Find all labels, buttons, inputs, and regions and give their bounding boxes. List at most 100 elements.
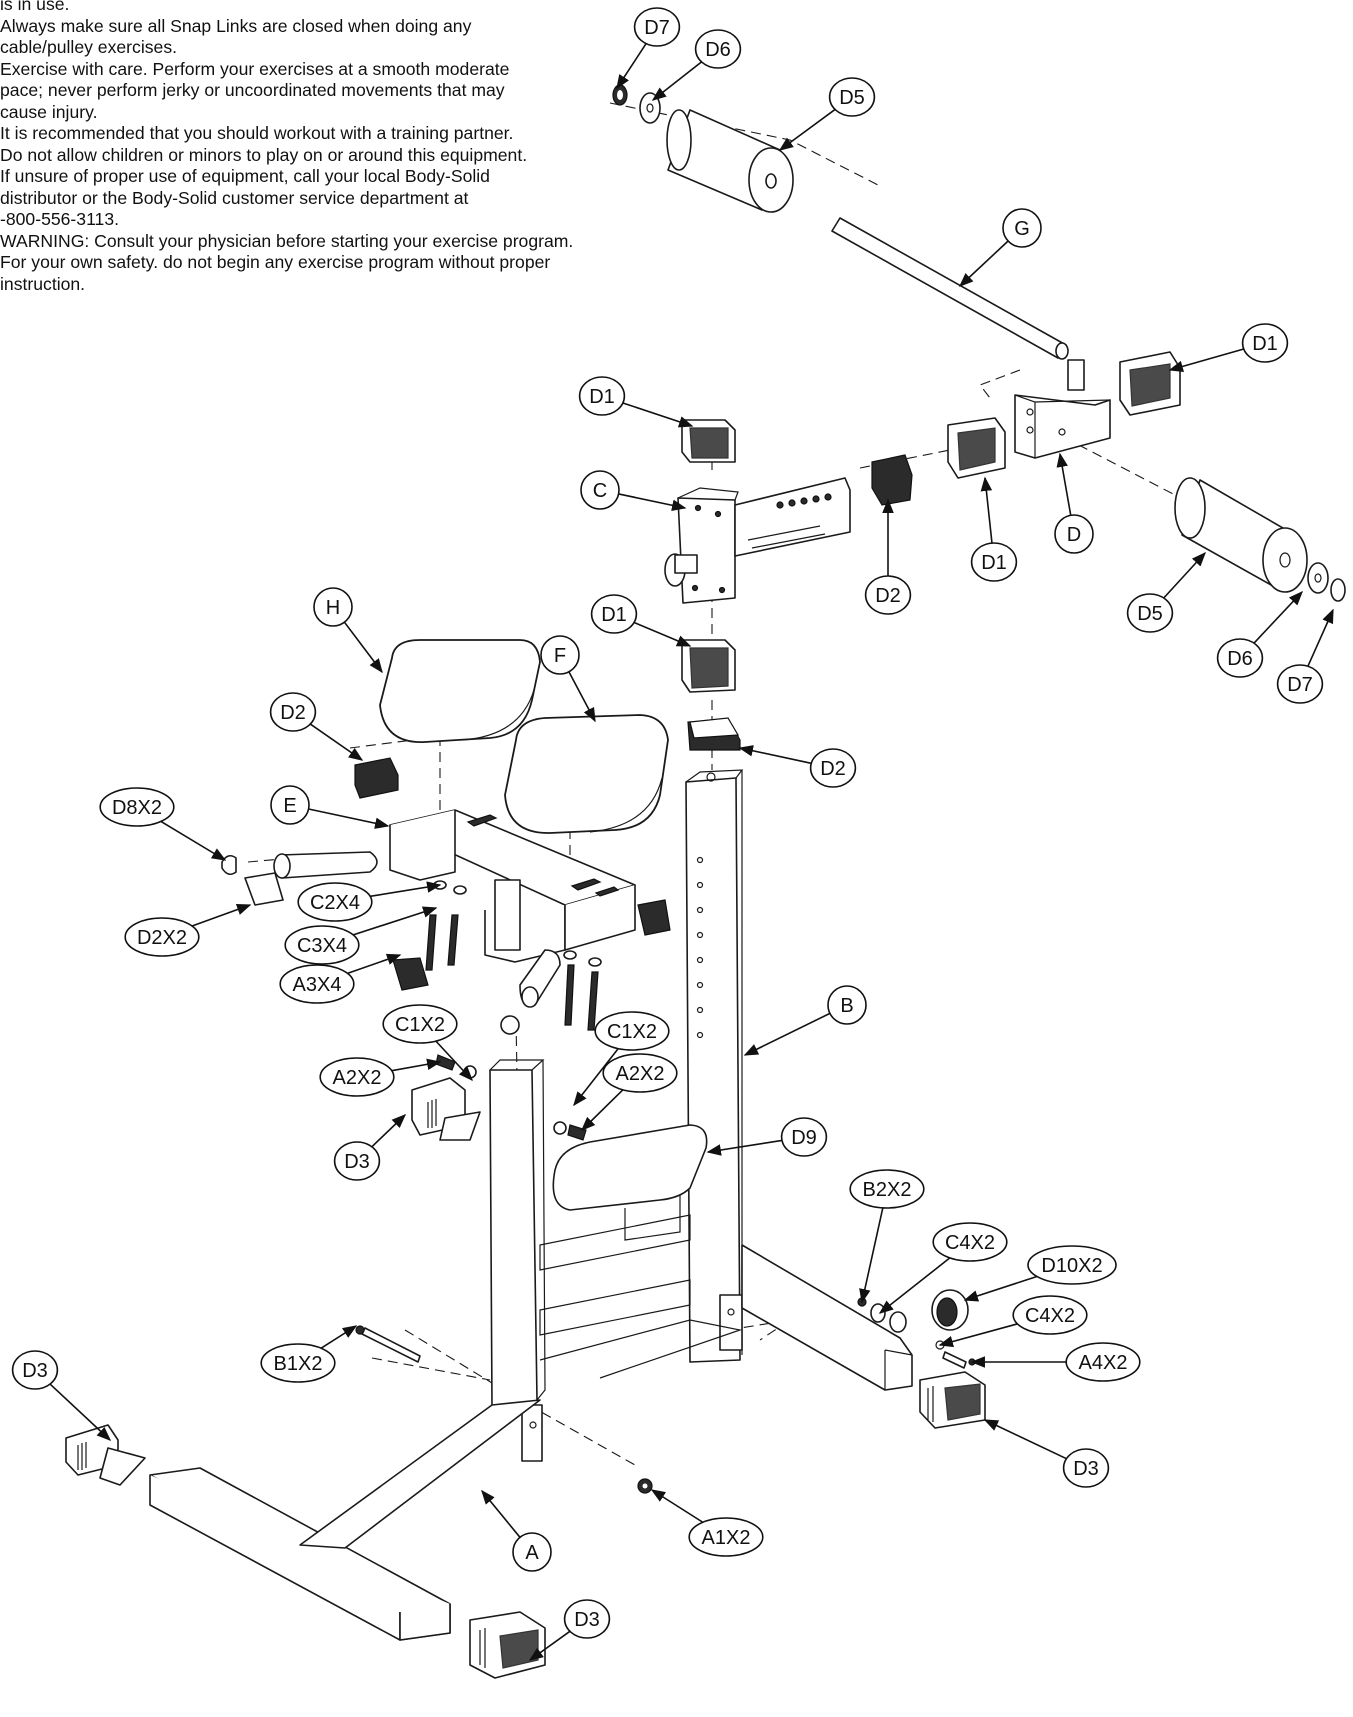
callout-label: C2X4 — [310, 892, 360, 914]
callout-d2x2: D2X2 — [124, 904, 252, 957]
callout-label: C1X2 — [607, 1021, 657, 1043]
callout-d1: D1 — [1168, 323, 1289, 372]
callout-label: D5 — [839, 87, 865, 109]
callout-bubble — [333, 1141, 381, 1181]
callout-leader-arrow — [878, 1257, 951, 1314]
callout-leader-arrow — [573, 1048, 619, 1107]
pad-h — [379, 639, 541, 743]
lock-nut-d7-top — [612, 84, 628, 106]
callout-leader-arrow — [308, 808, 390, 829]
callout-leader-arrow — [1307, 608, 1334, 667]
callout-d3: D3 — [983, 1419, 1110, 1488]
note-line: instruction. — [0, 273, 86, 294]
end-cap-d2-post — [687, 717, 741, 751]
callout-a3x4: A3X4 — [279, 953, 402, 1004]
end-cap-d2-upper — [871, 454, 913, 506]
callout-c1x2: C1X2 — [382, 1004, 473, 1082]
callout-bubble — [1012, 1295, 1088, 1335]
callout-bubble — [864, 575, 912, 615]
callout-d2: D2 — [738, 745, 857, 788]
callout-bubble — [694, 29, 742, 69]
roller-pad-d5-right — [1174, 477, 1308, 593]
callout-c4x2: C4X2 — [938, 1295, 1088, 1348]
callout-bubble — [932, 1222, 1008, 1262]
note-line: Do not allow children or minors to play … — [0, 144, 528, 165]
callout-bubble — [260, 1343, 336, 1383]
callout-leader-arrow — [651, 61, 703, 101]
adjustment-arm-c — [664, 477, 851, 604]
callout-bubble — [297, 882, 373, 922]
callout-label: D2 — [875, 585, 901, 607]
note-line: It is recommended that you should workou… — [0, 123, 514, 143]
callout-bubble — [1062, 1448, 1110, 1488]
callout-label: D1 — [601, 604, 627, 626]
callout-label: B2X2 — [863, 1179, 912, 1201]
callout-b1x2: B1X2 — [260, 1325, 358, 1383]
callout-d7: D7 — [616, 7, 681, 90]
roller-pad-d5-top — [666, 109, 794, 213]
safety-notes: is in use. Always make sure all Snap Lin… — [0, 0, 680, 295]
callout-bubble — [284, 925, 360, 965]
callout-d1: D1 — [578, 376, 694, 428]
callout-d5: D5 — [1126, 551, 1206, 633]
callout-leader-arrow — [320, 1325, 358, 1349]
callout-f: F — [540, 635, 596, 723]
callout-label: D2 — [820, 758, 846, 780]
callout-bubble — [594, 1011, 670, 1051]
callout-d2: D2 — [864, 498, 912, 615]
callout-leader-arrow — [371, 1114, 407, 1148]
callout-leader-arrow — [435, 1040, 473, 1082]
callout-bubble — [1065, 1342, 1141, 1382]
callout-label: A2X2 — [333, 1067, 382, 1089]
cap-d3-rear-right — [919, 1371, 986, 1429]
callout-a4x2: A4X2 — [970, 1342, 1141, 1382]
callout-leader-arrow — [1056, 452, 1072, 516]
callout-bubble — [319, 1057, 395, 1097]
callout-bubble — [828, 77, 876, 117]
callout-bubble — [780, 1117, 828, 1157]
bolt-b1 — [355, 1325, 421, 1363]
callout-leader-arrow — [343, 621, 383, 674]
lock-nut-d7-right — [1330, 578, 1346, 602]
callout-d1: D1 — [590, 594, 692, 647]
callout-bubble — [269, 692, 317, 732]
callout-c: C — [580, 470, 687, 511]
callout-leader-arrow — [352, 906, 438, 936]
callout-leader-arrow — [616, 43, 647, 90]
callout-leader-arrow — [160, 820, 227, 861]
callout-leader-arrow — [980, 476, 993, 544]
pad-f — [504, 714, 669, 834]
callout-leader-arrow — [528, 1630, 571, 1661]
square-insert-d1-mid — [947, 417, 1006, 479]
callout-bubble — [1216, 638, 1264, 678]
callout-g: G — [958, 208, 1042, 287]
callout-bubble — [512, 1532, 552, 1572]
callout-label: D3 — [22, 1360, 48, 1382]
callout-label: E — [283, 795, 296, 817]
callout-leader-arrow — [1253, 590, 1303, 644]
pad-frame-e — [273, 809, 636, 1008]
callout-label: D1 — [981, 552, 1007, 574]
callout-bubble — [540, 635, 580, 675]
callout-d: D — [1054, 452, 1094, 554]
callout-d2: D2 — [269, 692, 364, 761]
callout-label: D6 — [1227, 648, 1253, 670]
callout-leader-arrow — [49, 1383, 112, 1441]
callout-bubble — [124, 917, 200, 957]
note-line: -800-556-3113. — [0, 209, 120, 229]
callout-bubble — [688, 1517, 764, 1557]
callout-d6: D6 — [651, 29, 742, 101]
callout-a1x2: A1X2 — [650, 1489, 764, 1557]
callout-c2x4: C2X4 — [297, 881, 442, 922]
roller-tube-g — [831, 217, 1069, 360]
note-line: pace; never perform jerky or uncoordinat… — [0, 80, 505, 100]
callout-leader-arrow — [859, 1207, 884, 1304]
callout-bubble — [313, 587, 353, 627]
callout-leader-arrow — [1168, 348, 1244, 372]
callout-label: D7 — [1287, 674, 1313, 696]
callout-d6: D6 — [1216, 590, 1303, 678]
callout-bubble — [1276, 664, 1324, 704]
callout-label: A4X2 — [1079, 1352, 1128, 1374]
callout-bubble — [1054, 514, 1094, 554]
